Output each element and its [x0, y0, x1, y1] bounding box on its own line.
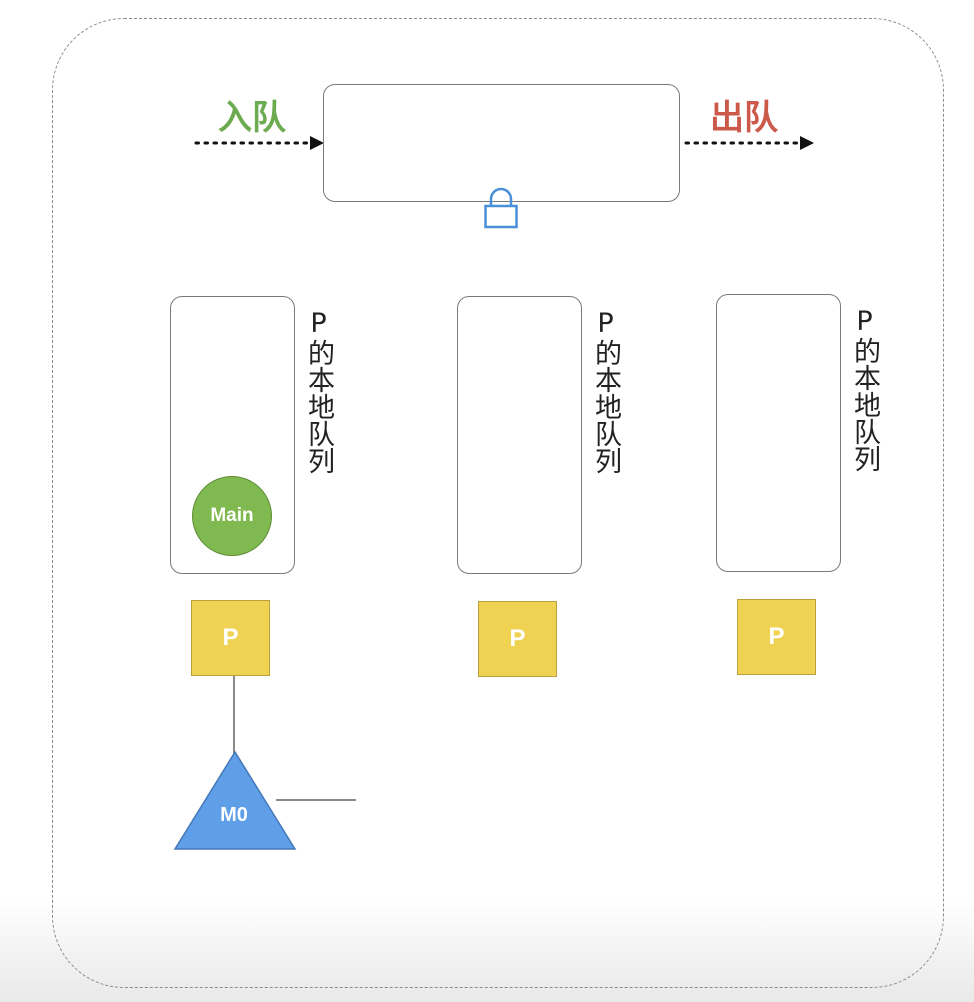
m0-thread-label: M0 — [220, 804, 248, 826]
local-queue-2-label: P的本地队列 — [590, 308, 621, 474]
enqueue-label: 入队 — [218, 98, 286, 138]
p-m0-connector — [233, 676, 235, 754]
processor-p-3: P — [737, 599, 816, 675]
local-queue-1-label: P的本地队列 — [303, 308, 334, 474]
main-goroutine: Main — [192, 476, 272, 556]
dequeue-label: 出队 — [710, 98, 778, 138]
local-queue-3 — [716, 294, 841, 572]
scheduler-boundary — [52, 18, 944, 988]
m0-side-connector — [276, 799, 356, 801]
global-queue — [323, 84, 680, 202]
processor-p-1: P — [191, 600, 270, 676]
enqueue-arrow — [194, 136, 324, 150]
processor-p-2: P — [478, 601, 557, 677]
dequeue-arrow — [684, 136, 814, 150]
local-queue-2 — [457, 296, 582, 574]
lock-icon — [484, 187, 518, 229]
m0-thread-triangle — [173, 750, 297, 850]
local-queue-3-label: P的本地队列 — [849, 306, 880, 472]
